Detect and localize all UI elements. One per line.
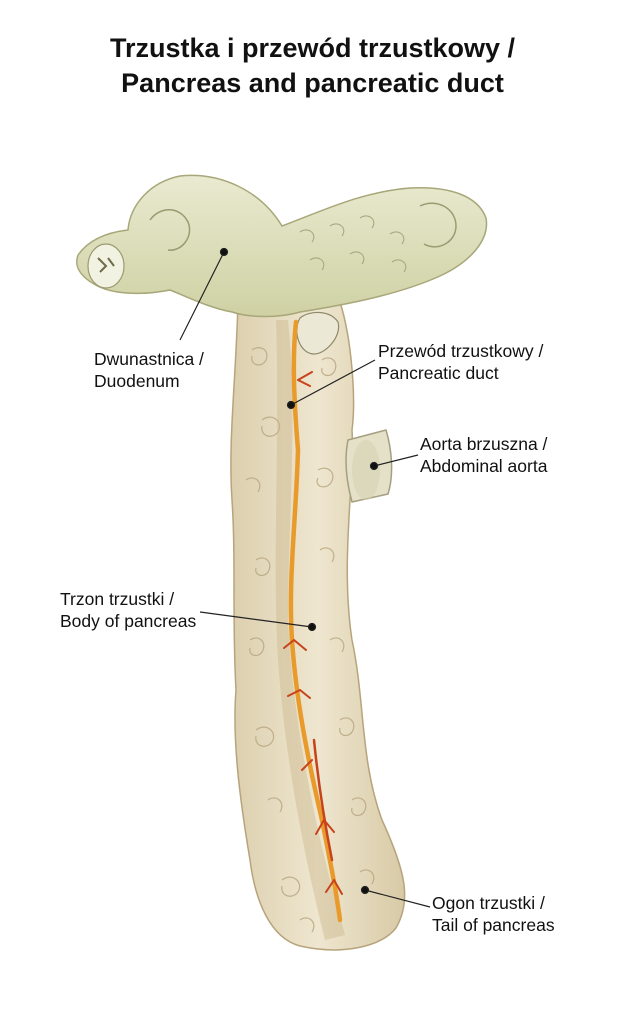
label-pancreatic-duct: Przewód trzustkowy / Pancreatic duct xyxy=(378,340,543,384)
pancreatic-duct xyxy=(288,319,343,923)
label-pancreatic-duct-en: Pancreatic duct xyxy=(378,363,499,383)
label-body-of-pancreas-en: Body of pancreas xyxy=(60,611,197,631)
diagram-title-line-2: Pancreas and pancreatic duct xyxy=(121,68,504,98)
label-pancreatic-duct-pl: Przewód trzustkowy / xyxy=(378,341,544,361)
label-abdominal-aorta-pl: Aorta brzuszna / xyxy=(420,434,548,454)
pancreatic-duct-branches xyxy=(283,371,343,895)
diagram-title-line-1: Trzustka i przewód trzustkowy / xyxy=(109,33,516,63)
label-body-of-pancreas: Trzon trzustki / Body of pancreas xyxy=(60,588,196,632)
label-tail-of-pancreas-en: Tail of pancreas xyxy=(432,915,555,935)
leader-lines xyxy=(179,247,431,908)
label-body-of-pancreas-pl: Trzon trzustki / xyxy=(60,589,175,609)
pancreas-cut-surface-shading xyxy=(275,320,345,940)
pancreas-lobule-texture xyxy=(245,347,375,933)
duodenum-fold-right xyxy=(419,202,457,248)
duodenum-shape xyxy=(76,174,488,318)
pancreas-body-shape xyxy=(230,298,406,951)
label-tail-of-pancreas-pl: Ogon trzustki / xyxy=(432,893,545,913)
ampulla-shape xyxy=(296,311,340,355)
duodenum-fold-left xyxy=(149,209,191,251)
label-abdominal-aorta: Aorta brzuszna / Abdominal aorta xyxy=(420,433,547,477)
label-tail-of-pancreas: Ogon trzustki / Tail of pancreas xyxy=(432,892,555,936)
label-abdominal-aorta-en: Abdominal aorta xyxy=(420,456,548,476)
label-duodenum: Dwunastnica / Duodenum xyxy=(94,348,204,392)
label-duodenum-en: Duodenum xyxy=(94,371,180,391)
label-duodenum-pl: Dwunastnica / xyxy=(94,349,204,369)
